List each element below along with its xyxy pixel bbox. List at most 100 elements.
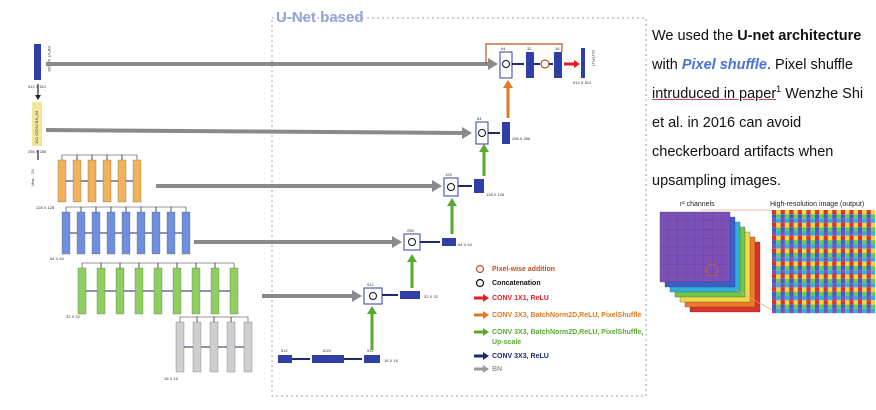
- hr-pixel: [806, 244, 811, 249]
- hr-pixel: [853, 296, 858, 301]
- hr-pixel: [832, 257, 837, 262]
- hr-pixel: [836, 265, 841, 271]
- size-16-label: 16 X 16: [164, 376, 179, 381]
- hr-pixel: [866, 270, 871, 275]
- lvl3-link-3: [91, 154, 108, 160]
- hr-pixel: [802, 304, 807, 309]
- hr-pixel: [780, 300, 785, 305]
- hr-pixel: [784, 300, 790, 305]
- hr-pixel: [806, 296, 811, 301]
- hr-pixel: [789, 231, 794, 236]
- hr-pixel: [862, 248, 867, 253]
- hr-pixel: [784, 261, 790, 266]
- hr-pixel: [789, 214, 794, 219]
- hr-pixel: [866, 214, 871, 219]
- hr-pixel: [845, 248, 850, 253]
- hr-pixel: [832, 283, 837, 288]
- hr-pixel: [836, 231, 841, 236]
- hr-pixel: [858, 261, 863, 266]
- hr-pixel: [797, 248, 803, 253]
- hr-pixel: [832, 222, 837, 228]
- hr-pixel: [780, 296, 785, 301]
- size-128-label: 128 X 128: [36, 205, 55, 210]
- hr-pixel: [784, 253, 790, 258]
- hr-pixel: [832, 296, 837, 301]
- hr-pixel: [849, 231, 854, 236]
- hr-pixel: [802, 291, 807, 296]
- hr-pixel: [862, 261, 867, 266]
- hr-pixel: [827, 265, 833, 271]
- hr-pixel: [789, 261, 794, 266]
- hr-pixel: [827, 218, 833, 223]
- bottleneck-block-1024: [312, 355, 344, 363]
- hr-pixel: [840, 287, 846, 292]
- hr-pixel: [772, 261, 777, 266]
- lvl5-block-3: [115, 267, 125, 315]
- lvl5-block-7: [191, 267, 201, 315]
- hr-pixel: [849, 304, 854, 309]
- hr-pixel: [772, 227, 777, 232]
- hr-pixel: [815, 210, 820, 215]
- hr-pixel: [802, 240, 807, 245]
- hr-pixel: [840, 304, 846, 309]
- hr-pixel: [815, 265, 820, 271]
- hr-pixel: [810, 291, 815, 296]
- legend-pixel-add-label: Pixel-wise addition: [492, 266, 555, 273]
- lvl6-block-5: [243, 321, 253, 373]
- hr-pixel: [802, 308, 807, 314]
- hr-pixel: [853, 270, 858, 275]
- hr-pixel: [823, 235, 828, 241]
- hr-pixel: [845, 296, 850, 301]
- hr-pixel: [797, 274, 803, 279]
- legend-gray-label: BN: [492, 366, 502, 373]
- hr-pixel: [810, 244, 815, 249]
- decoder-block-1a: [526, 52, 534, 78]
- hr-pixel: [836, 240, 841, 245]
- hr-pixel: [836, 227, 841, 232]
- hr-pixel: [832, 231, 837, 236]
- hr-pixel: [840, 222, 846, 228]
- hr-pixel: [858, 227, 863, 232]
- hr-pixel: [849, 287, 854, 292]
- hr-pixel: [827, 248, 833, 253]
- hr-pixel: [858, 248, 863, 253]
- hr-pixel: [815, 235, 820, 241]
- hr-pixel: [858, 210, 863, 215]
- hr-pixel: [780, 287, 785, 292]
- bottleneck-label-512a: 512: [281, 348, 288, 353]
- hr-pixel: [789, 265, 794, 271]
- hr-pixel: [815, 296, 820, 301]
- hr-pixel: [784, 291, 790, 296]
- hr-pixel: [793, 244, 798, 249]
- hr-pixel: [784, 210, 790, 215]
- hr-pixel: [793, 248, 798, 253]
- hr-pixel: [776, 287, 781, 292]
- hr-pixel: [819, 218, 824, 223]
- hr-pixel: [862, 300, 867, 305]
- output-block: [581, 48, 585, 78]
- hr-pixel: [797, 308, 803, 314]
- hr-pixel: [797, 253, 803, 258]
- hr-pixel: [815, 222, 820, 228]
- hr-pixel: [845, 283, 850, 288]
- hr-pixel: [797, 244, 803, 249]
- hr-pixel: [845, 218, 850, 223]
- lvl5-link-2: [100, 262, 121, 268]
- hr-pixel: [836, 283, 841, 288]
- hr-pixel: [853, 227, 858, 232]
- figure-right-label: High-resolution image (output): [770, 201, 864, 208]
- hr-pixel: [866, 296, 871, 301]
- decoder-size-2: 256 X 256: [512, 136, 531, 141]
- hr-pixel: [819, 270, 824, 275]
- hr-pixel: [806, 283, 811, 288]
- hr-pixel: [853, 222, 858, 228]
- hr-pixel: [866, 231, 871, 236]
- hr-pixel: [858, 265, 863, 271]
- hr-pixel: [858, 278, 863, 284]
- hr-pixel: [797, 261, 803, 266]
- hr-pixel: [776, 291, 781, 296]
- hr-pixel: [772, 265, 777, 271]
- size-64-label: 64 X 64: [50, 256, 65, 261]
- hr-pixel: [858, 235, 863, 241]
- decoder-block-3: [474, 179, 484, 193]
